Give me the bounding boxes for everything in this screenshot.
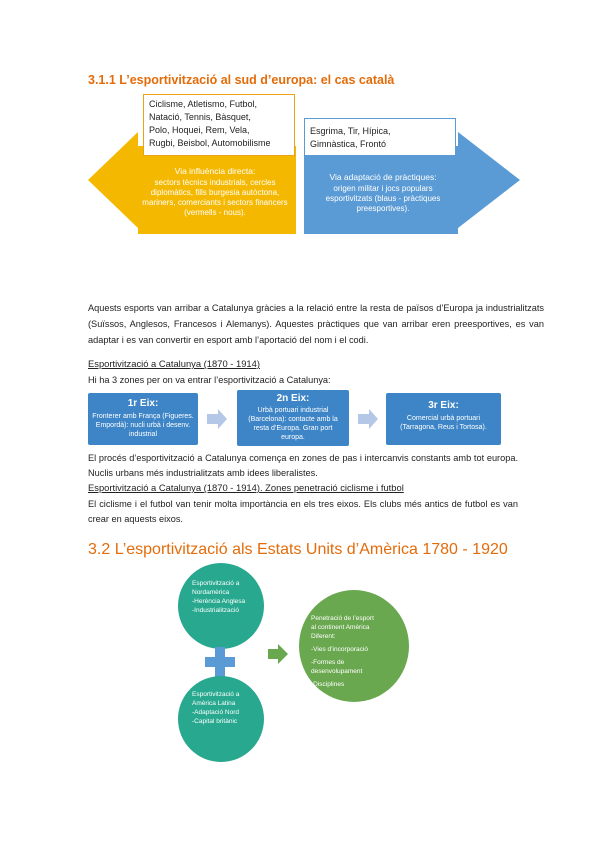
circle-penetration: Penetració de l’esport al continent Amèr… — [299, 590, 409, 702]
process-paragraph: El procés d’esportivització a Catalunya … — [88, 453, 518, 478]
zones-intro: Hi ha 3 zones per on va entrar l’esporti… — [88, 375, 331, 385]
list-item: Gimnàstica, Frontó — [310, 139, 387, 149]
circle-line: desenvolupament — [311, 668, 363, 675]
zone-desc: Comercial urbà portuari (Tarragona, Reus… — [400, 415, 487, 431]
zone-desc: Fronterer amb França (Figueres. Empordà)… — [92, 413, 194, 438]
circle-line: -Formes de — [311, 659, 345, 666]
left-arrow-body: sectors tècnics industrials, cercles dip… — [142, 178, 288, 217]
list-item: Natació, Tennis, Bàsquet, — [149, 112, 251, 122]
circle-line: -Vies d’incorporació — [311, 646, 368, 653]
chevron-right-icon — [207, 409, 227, 429]
list-item: Ciclisme, Atletismo, Futbol, — [149, 99, 258, 109]
circle-line: Nordamèrica — [192, 589, 230, 596]
list-item: Rugbi, Beisbol, Automobilisme — [149, 138, 271, 148]
section-title-usa: 3.2 L’esportivització als Estats Units d… — [88, 541, 508, 558]
right-sports-list: Esgrima, Tir, Hípica, Gimnàstica, Frontó — [304, 118, 456, 156]
circle-line: -Herència Anglesa — [192, 598, 246, 605]
circle-line: Penetració de l’esport — [311, 615, 374, 622]
circle-line: -Adaptació Nord — [192, 709, 239, 716]
circle-north-america: Esportivització a Nordamèrica -Herència … — [178, 563, 264, 649]
subheading-penetration: Esportivització a Catalunya (1870 - 1914… — [88, 482, 404, 493]
circle-line: -Capital britànic — [192, 718, 238, 725]
circle-line: Esportivització a — [192, 691, 240, 698]
zone-title: 2n Eix: — [276, 393, 310, 404]
circle-line: -Industrialització — [192, 607, 239, 614]
zone-title: 1r Eix: — [127, 398, 159, 409]
list-item: Polo, Hoquei, Rem, Vela, — [149, 125, 250, 135]
left-arrow — [88, 132, 296, 234]
intro-paragraph: Aquests esports van arribar a Catalunya … — [88, 303, 544, 345]
right-arrow-body: origen militar i jocs populars esportivi… — [325, 184, 441, 213]
right-arrow-title: Via adaptació de pràctiques: — [329, 172, 437, 182]
circle-latin-america: Esportivització a Amèrica Latina -Adapta… — [178, 676, 264, 762]
subheading-catalunya: Esportivització a Catalunya (1870 - 1914… — [88, 358, 260, 369]
chevron-right-icon — [358, 409, 378, 429]
zone-box-3: 3r Eix: Comercial urbà portuari (Tarrago… — [386, 393, 501, 445]
left-arrow-title: Via influència directa: — [174, 166, 256, 176]
zone-title: 3r Eix: — [428, 400, 459, 411]
left-sports-list: Ciclisme, Atletismo, Futbol, Natació, Te… — [143, 94, 295, 156]
right-arrow-text: Via adaptació de pràctiques: origen mili… — [318, 172, 448, 214]
zone-desc: Urbà portuari industrial (Barcelona): co… — [248, 407, 338, 441]
circle-line: -Disciplines — [311, 681, 345, 688]
circle-line: Diferent: — [311, 633, 336, 640]
right-arrow — [304, 132, 520, 234]
plus-icon — [205, 647, 235, 677]
circle-line: al continent Amèrica — [311, 624, 370, 631]
circle-line: Amèrica Latina — [192, 700, 236, 707]
sports-arrow-diagram — [88, 132, 520, 234]
cycling-paragraph: El ciclisme i el futbol van tenir molta … — [88, 499, 518, 524]
list-item: Esgrima, Tir, Hípica, — [310, 126, 391, 136]
left-arrow-text: Via influència directa: sectors tècnics … — [136, 166, 294, 218]
zone-box-2: 2n Eix: Urbà portuari industrial (Barcel… — [237, 390, 349, 446]
circle-line: Esportivització a — [192, 580, 240, 587]
section-title-catalan: 3.1.1 L’esportivització al sud d’europa:… — [88, 73, 395, 87]
arrow-right-icon — [268, 644, 288, 664]
zone-box-1: 1r Eix: Fronterer amb França (Figueres. … — [88, 393, 198, 445]
